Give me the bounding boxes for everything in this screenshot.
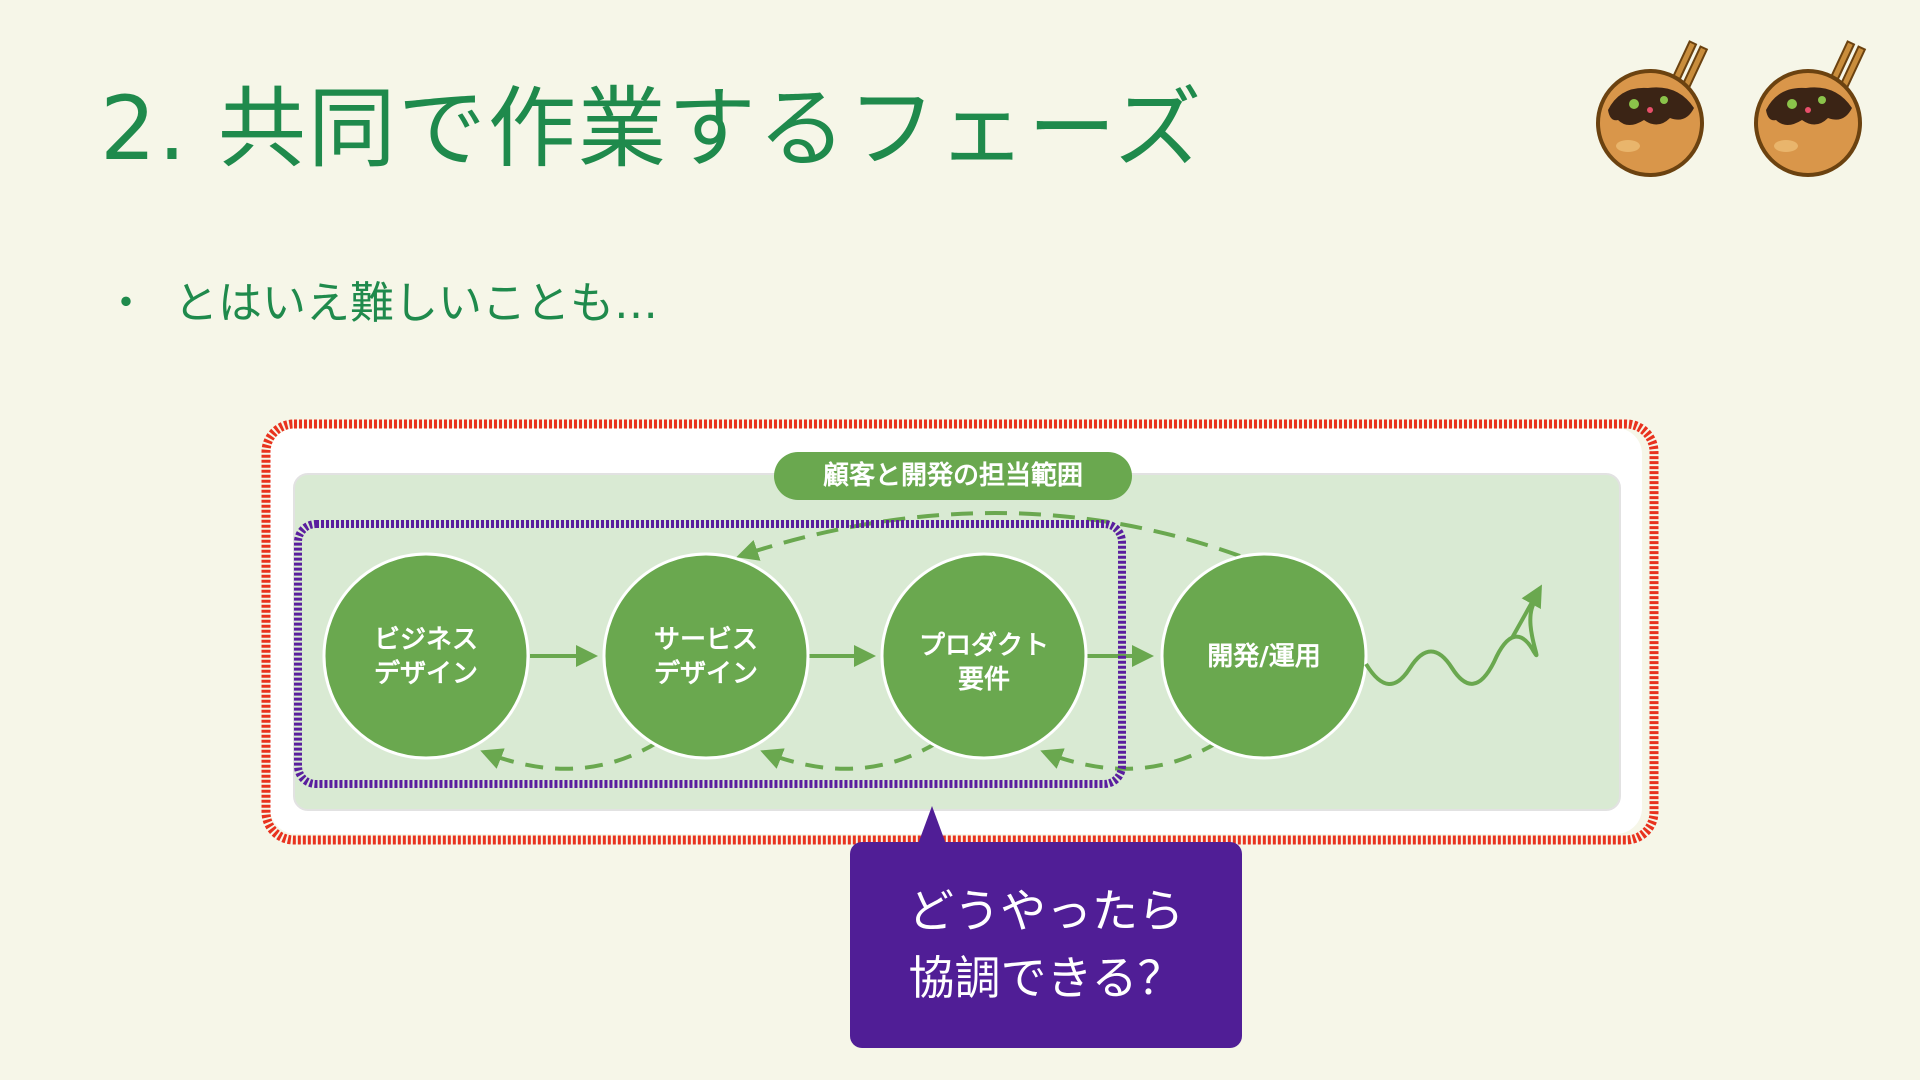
svg-text:サービス: サービス xyxy=(654,625,758,655)
callout-pointer xyxy=(918,806,946,844)
feedback-arrow-bottom-1 xyxy=(480,740,660,771)
takoyaki-icon xyxy=(1596,40,1709,177)
feedback-arrow-top xyxy=(736,511,1241,561)
svg-text:プロダクト: プロダクト xyxy=(919,630,1049,661)
feedback-arrow-bottom-3 xyxy=(1040,740,1220,771)
node-business-design: ビジネス デザイン xyxy=(322,552,530,760)
shared-work-highlight xyxy=(294,520,1126,788)
node-product-requirements: プロダクト 要件 xyxy=(880,552,1088,760)
customer-scope-highlight xyxy=(261,419,1659,845)
takoyaki-icon xyxy=(1754,40,1867,177)
svg-text:ビジネス: ビジネス xyxy=(374,625,478,655)
svg-text:デザイン: デザイン xyxy=(374,658,478,689)
feedback-arrow-bottom-2 xyxy=(760,740,940,771)
svg-text:開発/運用: 開発/運用 xyxy=(1207,642,1321,672)
growth-arrow xyxy=(1510,584,1542,639)
scope-header-pill xyxy=(774,452,1132,500)
scope-header-label: 顧客と開発の担当範囲 xyxy=(823,460,1083,491)
bullet-item: ・とはいえ難しいことも… xyxy=(104,278,658,331)
bullet-marker: ・ xyxy=(104,278,148,329)
growth-line xyxy=(1364,598,1539,686)
question-callout: どうやったら 協調できる？ xyxy=(850,842,1242,1048)
slide-title: 2. 共同で作業するフェーズ xyxy=(100,77,1204,180)
callout-line-1: どうやったら xyxy=(908,884,1184,939)
node-service-design: サービス デザイン xyxy=(602,552,810,760)
svg-text:要件: 要件 xyxy=(958,665,1010,695)
callout-line-2: 協調できる？ xyxy=(908,951,1184,1005)
node-dev-ops: 開発/運用 xyxy=(1160,552,1368,760)
bullet-text: とはいえ難しいことも… xyxy=(174,278,658,329)
svg-text:デザイン: デザイン xyxy=(654,658,758,689)
